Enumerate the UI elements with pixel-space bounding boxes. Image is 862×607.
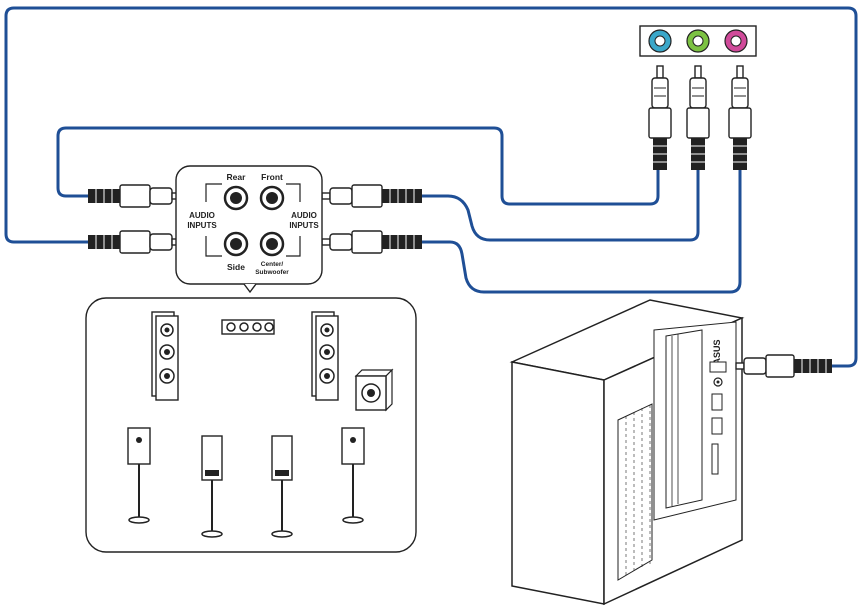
- side-right-satellite-speaker: [271, 435, 293, 538]
- cable-center-to-micin: [420, 168, 742, 294]
- plug-center: [321, 230, 422, 254]
- audio-jack-panel: [639, 25, 757, 57]
- cable-side-to-pc: [4, 6, 858, 368]
- speaker-panel-frame: [85, 297, 417, 553]
- pc-side-face: [511, 361, 605, 605]
- speaker-jack-bar: [221, 319, 275, 335]
- line-out-jack[interactable]: [686, 29, 710, 53]
- plug-pc-rear: [735, 354, 832, 378]
- speaker-input-hub: Rear Front Side Center/ Subwoofer AUDIO …: [175, 165, 323, 294]
- label-center-line1: Center/: [261, 261, 284, 268]
- right-audio-inputs-line1: AUDIO: [291, 211, 317, 220]
- panel-plugs: [648, 65, 752, 170]
- jack-side[interactable]: [223, 231, 249, 257]
- jack-center-subwoofer[interactable]: [259, 231, 285, 257]
- jack-front[interactable]: [259, 185, 285, 211]
- label-rear: Rear: [227, 172, 247, 182]
- plug-line-in: [648, 65, 672, 170]
- mic-in-jack-hole: [730, 35, 742, 47]
- hub-left-plugs: [88, 184, 181, 254]
- desktop-pc-tower: ASUS: [509, 299, 745, 606]
- plug-mic-in: [728, 65, 752, 170]
- hub-pointer: [243, 283, 257, 294]
- rear-left-satellite-speaker: [127, 427, 151, 524]
- side-left-satellite-speaker: [201, 435, 223, 538]
- front-right-tower-speaker: [311, 311, 339, 401]
- plug-rear: [88, 184, 181, 208]
- speaker-system-panel: [85, 297, 417, 553]
- right-audio-inputs-line2: INPUTS: [289, 221, 319, 230]
- line-in-jack-hole: [654, 35, 666, 47]
- label-side: Side: [227, 262, 245, 272]
- left-bracket-top: [205, 183, 222, 202]
- cables: [4, 6, 858, 368]
- left-audio-inputs-line1: AUDIO: [189, 211, 215, 220]
- cable-rear-to-linein: [56, 126, 660, 206]
- mic-in-jack[interactable]: [724, 29, 748, 53]
- jack-rear[interactable]: [223, 185, 249, 211]
- line-in-jack[interactable]: [648, 29, 672, 53]
- hub-right-plugs: [321, 184, 422, 254]
- right-bracket-bottom: [286, 236, 301, 257]
- label-front: Front: [261, 172, 283, 182]
- front-left-tower-speaker: [151, 311, 179, 401]
- label-center-line2: Subwoofer: [255, 269, 289, 276]
- left-audio-inputs-line2: INPUTS: [187, 221, 217, 230]
- left-bracket-bottom: [205, 236, 222, 257]
- cable-front-to-lineout: [420, 168, 700, 242]
- pc-brand-logo: ASUS: [712, 339, 722, 364]
- plug-side: [88, 230, 181, 254]
- plug-front: [321, 184, 422, 208]
- rear-right-satellite-speaker: [341, 427, 365, 524]
- plug-line-out: [686, 65, 710, 170]
- pc-front-vent: [617, 403, 653, 581]
- right-bracket-top: [286, 183, 301, 202]
- subwoofer-speaker: [354, 368, 394, 412]
- pc-drive-bay: [665, 329, 703, 509]
- line-out-jack-hole: [692, 35, 704, 47]
- pc-front-ports: [709, 361, 727, 475]
